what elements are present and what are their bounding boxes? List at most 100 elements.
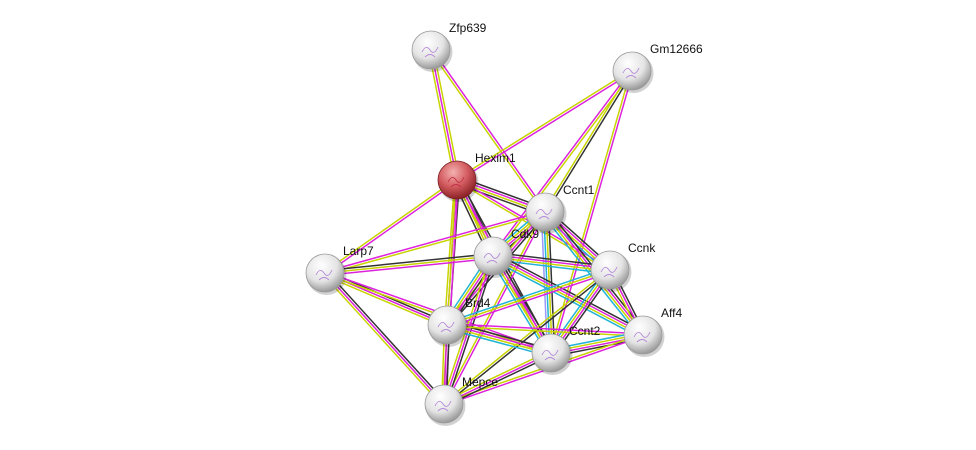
evidence-line-experiments [431,48,547,212]
evidence-line-experiments [457,71,634,182]
node-sphere[interactable] [473,236,513,276]
evidence-line-databases [490,258,642,339]
evidence-line-experiments [324,210,545,273]
node-zfp639[interactable]: Zfp639 [411,21,487,72]
node-mepce[interactable]: Mepce [424,375,498,426]
evidence-line-textmining [324,255,494,274]
protein-structure-icon [633,331,651,343]
node-label: Zfp639 [449,21,487,35]
evidence-line-experiments [551,71,634,354]
evidence-line-textmining [427,50,456,181]
protein-structure-icon [600,266,618,278]
node-larp7[interactable]: Larp7 [305,244,374,295]
edge-larp7-ccnt1[interactable] [324,210,546,275]
evidence-line-coexpression [444,354,553,407]
protein-structure-icon [483,252,501,264]
node-label: Gm12666 [650,42,703,56]
node-ccnt1[interactable]: Ccnt1 [525,183,595,234]
evidence-line-coexpression [326,270,447,403]
node-brd4[interactable]: Brd4 [427,296,491,347]
evidence-line-experiments [491,69,632,256]
evidence-line-experiments [493,254,644,335]
protein-structure-icon [622,67,640,79]
edge-gm12666-hexim1[interactable] [455,69,634,182]
edge-larp7-cdk9[interactable] [324,252,494,277]
node-gm12666[interactable]: Gm12666 [612,42,703,93]
evidence-line-coexpression [493,251,611,268]
node-sphere[interactable] [531,333,571,373]
protein-structure-icon [541,349,559,361]
edge-ccnk-brd4[interactable] [445,267,612,328]
node-ccnk[interactable]: Ccnk [590,241,656,292]
evidence-line-experiments [443,352,552,405]
evidence-line-textmining [325,212,546,275]
node-label: Ccnt1 [563,183,595,197]
evidence-line-coexpression [545,71,634,214]
node-sphere[interactable] [612,51,652,91]
evidence-line-textmining [442,350,551,403]
node-sphere[interactable] [590,250,630,290]
node-label: Hexim1 [475,151,516,165]
evidence-line-textmining [446,325,643,337]
edge-cdk9-aff4[interactable] [490,252,646,339]
evidence-line-textmining [323,274,447,328]
evidence-line-coexpression [444,270,612,406]
node-hexim1[interactable]: Hexim1 [437,151,516,202]
evidence-line-textmining [322,274,443,407]
evidence-line-textmining [492,256,610,272]
evidence-line-experiments [447,271,612,328]
node-sphere[interactable] [427,305,467,345]
evidence-line-textmining [442,268,610,404]
evidence-line-experiments [430,49,458,181]
protein-structure-icon [447,176,465,188]
edges-layer [322,48,647,407]
evidence-line-textmining [323,178,457,273]
node-label: Aff4 [661,306,682,320]
evidence-line-textmining [492,256,643,337]
evidence-line-experiments [325,180,459,275]
node-sphere[interactable] [525,192,565,232]
evidence-line-textmining [455,69,632,180]
evidence-line-experiments [324,272,445,405]
node-label: Ccnk [628,241,656,255]
node-sphere[interactable] [411,30,451,70]
edge-ccnk-mepce[interactable] [442,268,612,406]
evidence-line-databases [445,267,610,324]
evidence-line-textmining [443,179,456,325]
protein-structure-icon [421,46,439,58]
evidence-line-homology [540,212,549,354]
edge-brd4-aff4[interactable] [446,323,644,337]
evidence-line-textmining [429,50,545,214]
node-label: Larp7 [343,244,374,258]
edge-ccnt2-mepce[interactable] [442,350,553,407]
node-label: Mepce [462,375,498,389]
edge-zfp639-ccnt1[interactable] [429,48,547,214]
node-cdk9[interactable]: Cdk9 [473,227,539,278]
edge-zfp639-hexim1[interactable] [427,49,461,181]
node-sphere[interactable] [623,315,663,355]
node-sphere[interactable] [305,253,345,293]
node-label: Cdk9 [511,227,539,241]
node-sphere[interactable] [424,384,464,424]
node-sphere[interactable] [437,160,477,200]
edge-hexim1-larp7[interactable] [323,178,459,275]
edge-gm12666-cdk9[interactable] [491,69,634,258]
node-ccnt2[interactable]: Ccnt2 [531,324,601,375]
evidence-line-coexpression [494,252,646,333]
protein-structure-icon [315,269,333,281]
evidence-line-textmining [446,269,611,326]
edge-larp7-mepce[interactable] [322,270,447,407]
node-label: Brd4 [465,296,491,310]
evidence-line-experiments [325,257,494,277]
evidence-line-textmining [432,49,461,180]
node-label: Ccnt2 [569,324,601,338]
protein-structure-icon [437,321,455,333]
node-aff4[interactable]: Aff4 [623,306,682,357]
evidence-line-experiments [493,254,611,270]
protein-structure-icon [434,400,452,412]
evidence-line-experiments [447,323,644,335]
protein-structure-icon [535,208,553,220]
